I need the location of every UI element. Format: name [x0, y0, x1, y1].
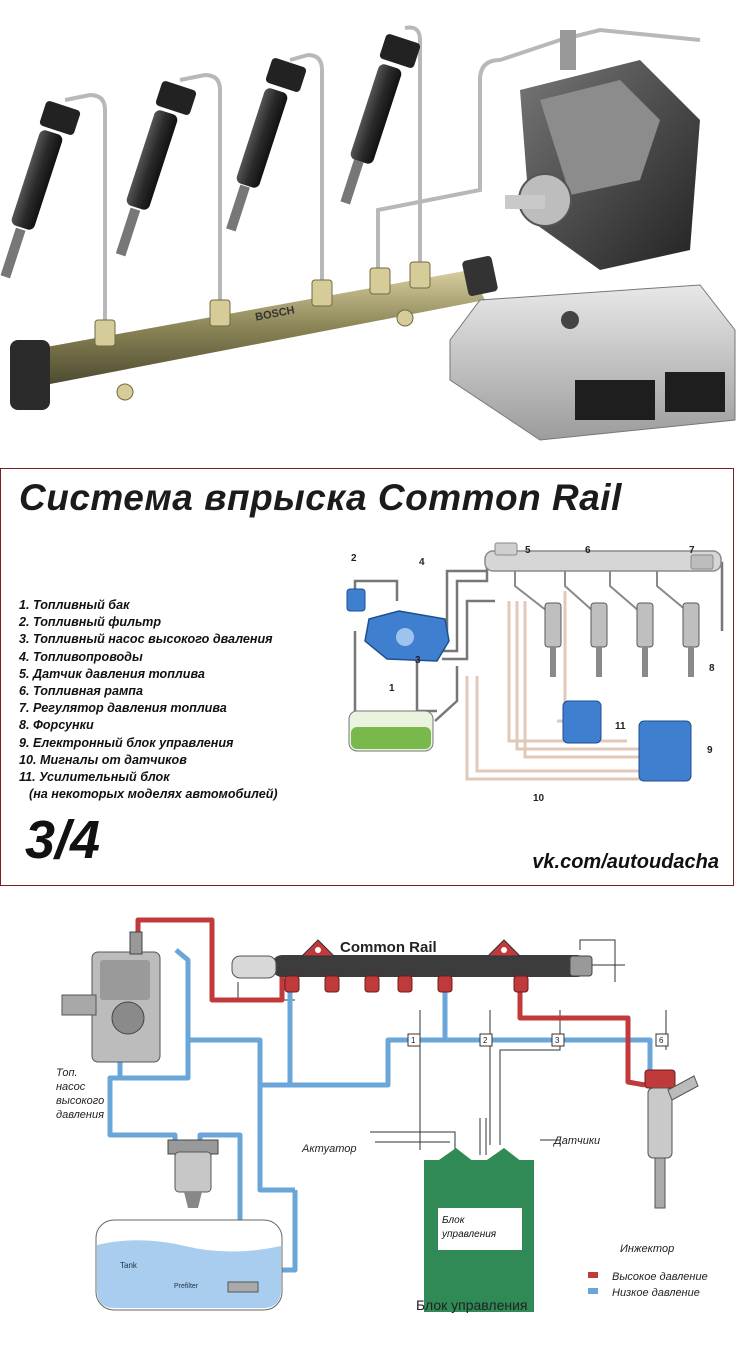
connector-1: 1 [411, 1036, 416, 1045]
pressure-legend: Высокое давление Низкое давление [588, 1271, 708, 1299]
callout-11: 11 [615, 721, 626, 732]
high-pressure-lines [64, 25, 701, 330]
sensor-signal-lines [465, 591, 657, 781]
callout-8: 8 [709, 663, 715, 674]
legend-item: 2. Топливный фильтр [19, 615, 162, 630]
injector-3 [226, 58, 307, 232]
legend-item: 9. Електронный блок управления [19, 735, 234, 750]
callout-10: 10 [533, 793, 545, 804]
tank-label: Tank [120, 1261, 138, 1270]
sensors-label: Датчики [552, 1135, 600, 1147]
pump-label-4: давления [56, 1109, 104, 1121]
injection-scheme-diagram: 1 2 3 4 5 6 7 8 9 10 11 [346, 542, 724, 804]
callout-2: 2 [351, 553, 357, 564]
ecu-inner-label-1: Блок [442, 1215, 466, 1226]
injector-circuit [644, 1069, 699, 1209]
actuator-label: Актуатор [301, 1143, 356, 1155]
ecu-inner-label-2: управления [441, 1229, 497, 1240]
legend-item: 6. Топливная рампа [19, 684, 143, 699]
amplifier-block-scheme [562, 700, 602, 744]
fuel-circuit-diagram: Common Rail Tank Prefilter Блок управлен… [56, 917, 708, 1313]
common-rail-photo: BOSCH [10, 256, 498, 410]
legend-high-swatch [588, 1272, 598, 1278]
fuel-rail-scheme [484, 542, 722, 572]
fuel-filter-circuit [167, 1139, 219, 1208]
legend-item: 7. Регулятор давления топлива [19, 701, 227, 716]
prefilter-label: Prefilter [174, 1283, 199, 1290]
pump-label-2: насос [56, 1081, 86, 1093]
pump-label-1: Топ. [56, 1067, 78, 1079]
pump-scheme [364, 610, 450, 662]
connectors: 1 2 3 6 [407, 1033, 669, 1047]
ecu-outer-label: Блок управления [416, 1297, 528, 1313]
high-pressure-lines-circuit [135, 917, 646, 1088]
legend-item: (на некоторых моделях автомобилей) [29, 787, 278, 802]
callout-5: 5 [525, 545, 531, 556]
ecu-circuit: Блок управления [424, 1148, 534, 1312]
scheme-panel: Система впрыска Common Rail 1. Топливный… [0, 468, 734, 886]
page-fraction: 3/4 [25, 810, 101, 870]
vk-link[interactable]: vk.com/autoudacha [532, 851, 719, 873]
common-rail-circuit: Common Rail [231, 939, 593, 993]
legend-item: 8. Форсунки [19, 718, 94, 733]
legend-low-swatch [588, 1288, 598, 1294]
callout-1: 1 [389, 683, 395, 694]
ecu-scheme [638, 720, 692, 782]
fuel-tank-scheme [348, 710, 434, 752]
legend-high-label: Высокое давление [612, 1271, 708, 1283]
connector-3: 3 [555, 1036, 560, 1045]
rail-title: Common Rail [340, 939, 437, 956]
low-pressure-lines [107, 948, 653, 1282]
injectors-scheme [514, 571, 700, 677]
callout-9: 9 [707, 745, 713, 756]
callout-4: 4 [419, 557, 425, 568]
legend-item: 3. Топливный насос высокого дваления [19, 632, 273, 647]
fuel-filter-scheme [346, 588, 366, 612]
components-photo: BOSCH [0, 0, 736, 468]
legend-item: 1. Топливный бак [19, 598, 130, 612]
connector-6: 6 [659, 1036, 664, 1045]
high-pressure-pump-photo [505, 30, 700, 270]
ecu-photo [449, 284, 736, 441]
legend-item: 5. Датчик давления топлива [19, 666, 205, 681]
pump-circuit [61, 931, 161, 1063]
callout-7: 7 [689, 545, 695, 556]
injector-4 [340, 34, 421, 205]
legend-item: 10. Мигналы от датчиков [19, 752, 187, 767]
legend-item: 11. Усилительный блок [19, 770, 170, 785]
legend-item: 4. Топливопроводы [19, 649, 143, 664]
injector-label: Инжектор [620, 1243, 674, 1255]
scheme-title: Система впрыска Common Rail [19, 477, 622, 518]
callout-6: 6 [585, 545, 591, 556]
connector-2: 2 [483, 1036, 488, 1045]
injector-2 [115, 81, 197, 257]
callout-3: 3 [415, 655, 421, 666]
injector-1 [0, 101, 81, 279]
pump-label-3: высокого [56, 1095, 104, 1107]
component-legend: 1. Топливный бак 2. Топливный фильтр 3. … [19, 597, 278, 803]
fuel-tank-circuit: Tank Prefilter [95, 1219, 283, 1311]
legend-low-label: Низкое давление [612, 1287, 700, 1299]
